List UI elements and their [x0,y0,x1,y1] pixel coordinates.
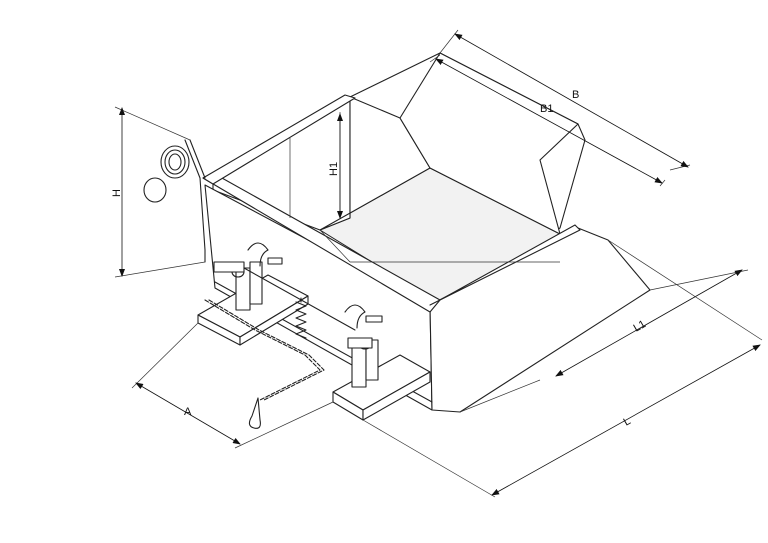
label-h: H [111,189,123,197]
label-h1: H1 [328,162,340,176]
dimension-h: H [111,106,206,278]
dimension-b1: B1 [429,54,666,187]
label-b1: B1 [540,103,553,115]
label-a: A [184,406,192,418]
fork-pocket-right [332,354,431,421]
dimension-h1: H1 [328,113,343,219]
lifting-hook [143,139,206,263]
fork-pocket-left [197,274,309,346]
sloped-back [319,96,431,231]
chain [204,299,325,429]
spring [295,297,307,339]
right-rim [429,224,581,306]
back-rim [202,94,356,185]
dimension-l: L [362,239,763,498]
label-l1: L1 [632,318,649,335]
label-b: B [572,89,579,101]
pivot-right [344,304,383,388]
dimension-a: A [131,322,334,449]
connecting-rod [243,267,356,331]
label-l: L [622,415,633,428]
